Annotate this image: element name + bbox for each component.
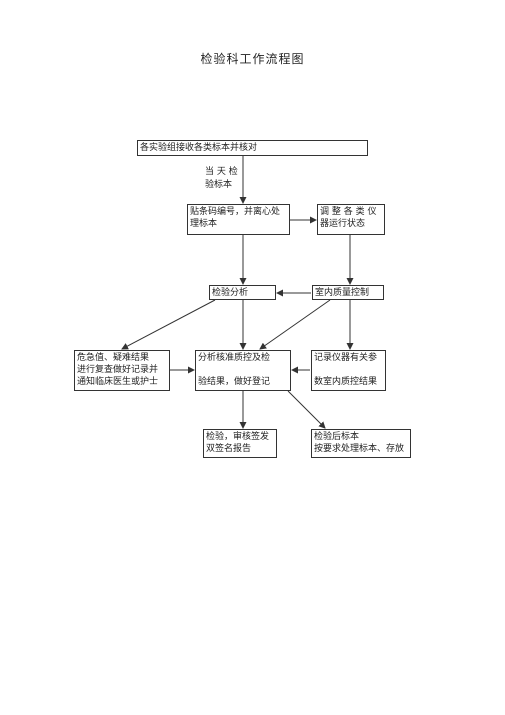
node-record-params-line-3: 数室内质控结果 bbox=[314, 377, 378, 387]
node-adjust-instruments: 调 整 各 类 仪 器运行状态 bbox=[317, 204, 385, 235]
node-review-sign: 检验，审核签发 双签名报告 bbox=[203, 429, 277, 458]
node-adjust-instruments-line-2: 器运行状态 bbox=[320, 219, 366, 229]
node-critical-line-2: 进行复查做好记录并 bbox=[77, 365, 159, 375]
node-record-params-line-2 bbox=[314, 364, 383, 376]
node-indoor-qc: 室内质量控制 bbox=[312, 285, 384, 300]
node-same-day-line-2: 验标本 bbox=[205, 180, 233, 190]
node-analysis: 检验分析 bbox=[209, 285, 276, 300]
node-label-centrifuge-line-1: 贴条码编号，并离心处 bbox=[190, 207, 281, 217]
node-critical-line-1: 危急值、疑难结果 bbox=[77, 353, 150, 363]
node-analyze-qc-line-2 bbox=[198, 364, 288, 376]
node-post-sample-line-2: 按要求处理标本、存放 bbox=[314, 444, 405, 454]
node-analyze-qc-line-3: 验结果，做好登记 bbox=[198, 377, 271, 387]
node-adjust-instruments-line-1: 调 整 各 类 仪 bbox=[320, 207, 377, 217]
node-label-centrifuge: 贴条码编号，并离心处 理标本 bbox=[187, 204, 290, 235]
arrow-analyze-to-post bbox=[287, 390, 326, 429]
node-analyze-qc: 分析核准质控及检 验结果，做好登记 bbox=[195, 350, 291, 391]
node-label-centrifuge-line-2: 理标本 bbox=[190, 219, 218, 229]
node-receive: 各实验组接收各类标本并核对 bbox=[137, 140, 368, 156]
arrow-analysis-to-critical bbox=[121, 299, 216, 350]
node-indoor-qc-line-1: 室内质量控制 bbox=[315, 288, 370, 298]
node-analyze-qc-line-1: 分析核准质控及检 bbox=[198, 353, 271, 363]
node-record-params-line-1: 记录仪器有关参 bbox=[314, 353, 378, 363]
node-post-sample: 检验后标本 按要求处理标本、存放 bbox=[311, 429, 411, 458]
node-post-sample-line-1: 检验后标本 bbox=[314, 432, 360, 442]
page-title: 检验科工作流程图 bbox=[200, 52, 305, 66]
node-same-day: 当 天 检 验标本 bbox=[205, 166, 238, 192]
node-review-sign-line-1: 检验，审核签发 bbox=[206, 432, 270, 442]
arrow-qc-to-analyze bbox=[259, 299, 331, 350]
node-critical: 危急值、疑难结果 进行复查做好记录并 通知临床医生或护士 bbox=[74, 350, 170, 391]
node-receive-line-1: 各实验组接收各类标本并核对 bbox=[140, 143, 258, 153]
node-analysis-line-1: 检验分析 bbox=[212, 288, 249, 298]
node-same-day-line-1: 当 天 检 bbox=[205, 167, 238, 177]
node-review-sign-line-2: 双签名报告 bbox=[206, 444, 252, 454]
node-critical-line-3: 通知临床医生或护士 bbox=[77, 377, 159, 387]
node-record-params: 记录仪器有关参 数室内质控结果 bbox=[311, 350, 386, 391]
